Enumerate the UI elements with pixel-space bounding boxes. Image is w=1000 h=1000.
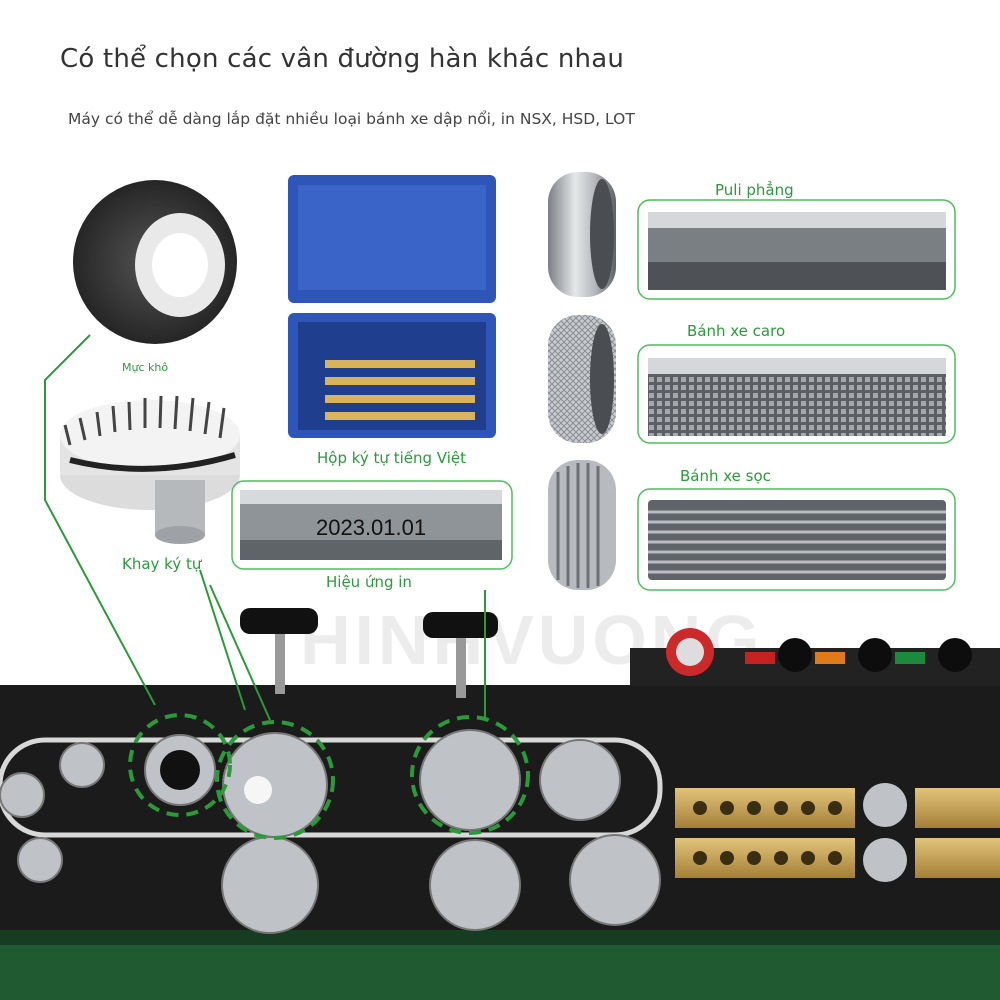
character-tray-image bbox=[60, 395, 240, 544]
ink-roll-image bbox=[73, 180, 237, 344]
striped-wheel-strip bbox=[637, 488, 956, 591]
character-tray-label: Khay ký tự bbox=[122, 555, 202, 573]
print-sample-text: 2023.01.01 bbox=[316, 515, 427, 540]
diamond-wheel-label: Bánh xe caro bbox=[687, 322, 786, 340]
character-box-label: Hộp ký tự tiếng Việt bbox=[317, 449, 466, 467]
print-effect-strip bbox=[231, 480, 513, 570]
diamond-wheel-strip bbox=[637, 344, 956, 444]
flat-pulley-strip bbox=[637, 199, 956, 300]
leader-lines bbox=[44, 334, 486, 721]
print-effect-label: Hiệu ứng in bbox=[326, 573, 412, 591]
page-title: Có thể chọn các vân đường hàn khác nhau bbox=[60, 44, 625, 74]
ink-roll-label: Mực khô bbox=[122, 361, 169, 374]
flat-pulley-label: Puli phẳng bbox=[715, 181, 794, 199]
diamond-wheel-image bbox=[548, 315, 616, 443]
sealing-machine-panel bbox=[0, 608, 1000, 1000]
striped-wheel-label: Bánh xe sọc bbox=[680, 467, 771, 485]
flat-wheel-image bbox=[548, 172, 616, 297]
striped-wheel-image bbox=[548, 460, 616, 590]
page-subtitle: Máy có thể dễ dàng lắp đặt nhiều loại bá… bbox=[68, 110, 635, 128]
character-box-image bbox=[288, 175, 496, 438]
